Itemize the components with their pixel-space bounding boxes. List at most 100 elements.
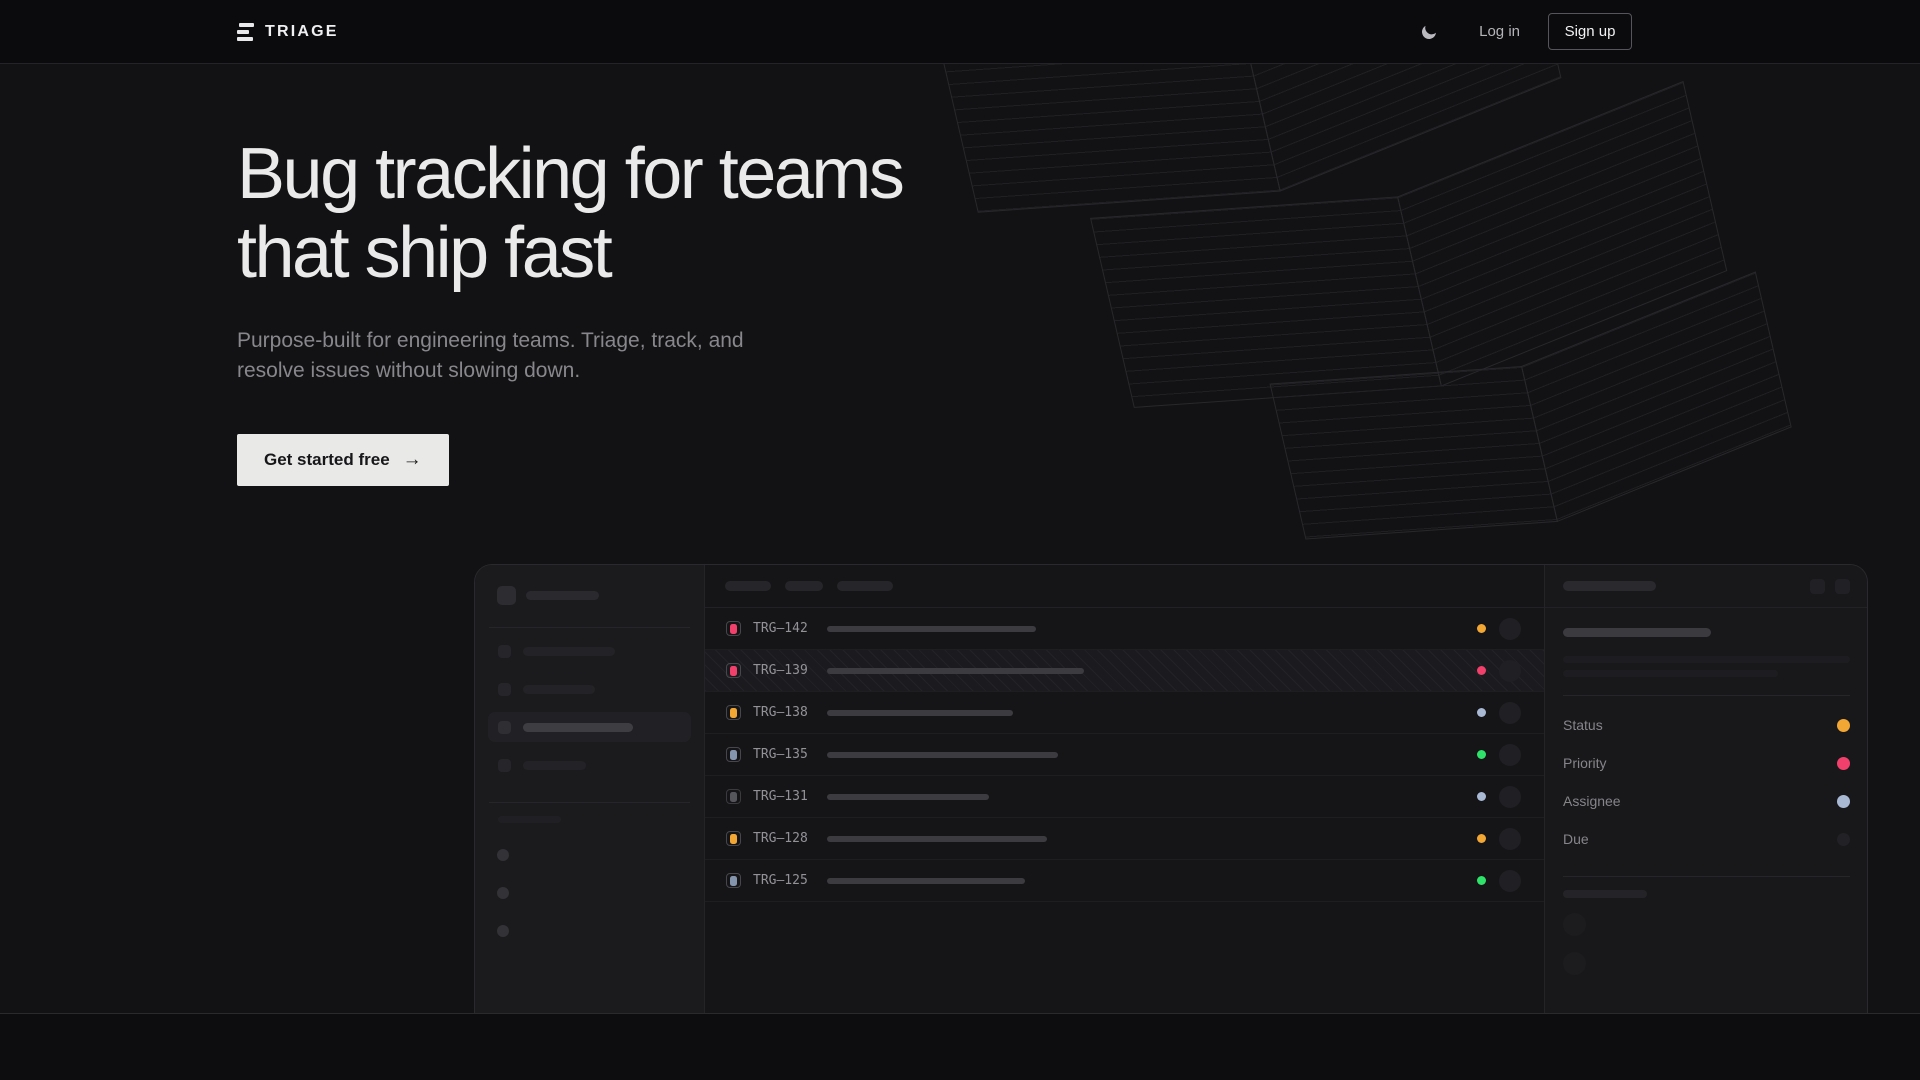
workspace-switcher[interactable] <box>497 586 690 605</box>
issue-title-skeleton <box>827 709 1013 716</box>
assignee-avatar <box>1499 827 1521 850</box>
assignee-avatar <box>1499 617 1521 640</box>
comments-header-skeleton <box>1563 890 1647 898</box>
detail-action-button[interactable] <box>1835 578 1850 594</box>
issue-id: TRG–128 <box>753 831 808 846</box>
get-started-button[interactable]: Get started free → <box>237 434 449 486</box>
field-label: Due <box>1563 831 1589 847</box>
status-dot <box>1477 624 1486 633</box>
sidebar-dot <box>497 925 509 937</box>
detail-description-skeleton <box>1563 656 1850 663</box>
field-value-dot <box>1837 832 1850 846</box>
issue-row[interactable]: TRG–135 <box>705 734 1544 776</box>
status-dot <box>1477 750 1486 759</box>
detail-description-skeleton <box>1563 670 1778 677</box>
issue-row[interactable]: TRG–125 <box>705 860 1544 902</box>
status-dot <box>1477 876 1486 885</box>
divider <box>1563 876 1850 877</box>
issue-id: TRG–142 <box>753 621 808 636</box>
sidebar-nav-item[interactable] <box>488 674 691 704</box>
nav-item-label-skeleton <box>523 760 586 770</box>
field-value-dot <box>1837 794 1850 808</box>
issue-title-skeleton <box>827 793 989 800</box>
detail-field-row[interactable]: Assignee <box>1563 782 1850 820</box>
hero-section: Bug tracking for teams that ship fast Pu… <box>0 64 1920 1013</box>
issue-detail-panel: Status Priority Assignee Due <box>1544 565 1867 1013</box>
issue-row[interactable]: TRG–131 <box>705 776 1544 818</box>
issue-id: TRG–131 <box>753 789 808 804</box>
sidebar-nav-item-active[interactable] <box>488 712 691 742</box>
detail-title-skeleton <box>1563 628 1711 637</box>
field-label: Priority <box>1563 755 1607 771</box>
assignee-avatar <box>1499 869 1521 892</box>
sidebar-dot <box>497 849 509 861</box>
issue-title-skeleton <box>827 625 1036 632</box>
comment-avatar <box>1563 952 1586 975</box>
comment-avatar <box>1563 913 1586 936</box>
issue-title-skeleton <box>827 877 1025 884</box>
issue-type-badge <box>726 621 741 636</box>
field-value-dot <box>1837 718 1850 732</box>
issue-row[interactable]: TRG–138 <box>705 692 1544 734</box>
filter-tab-skeleton[interactable] <box>837 581 893 591</box>
detail-field-row[interactable]: Priority <box>1563 744 1850 782</box>
issue-list-header <box>705 565 1544 608</box>
issue-id: TRG–135 <box>753 747 808 762</box>
brand[interactable]: TRIAGE <box>237 22 339 41</box>
nav-item-icon <box>498 682 511 696</box>
theme-toggle-button[interactable] <box>1411 14 1447 50</box>
issue-type-badge <box>726 663 741 678</box>
hero-subtitle: Purpose-built for engineering teams. Tri… <box>237 329 744 382</box>
section-header-skeleton <box>498 816 561 823</box>
issue-type-badge <box>726 789 741 804</box>
nav-item-icon <box>498 720 511 734</box>
top-nav: TRIAGE Log in Sign up <box>0 0 1920 64</box>
nav-item-label-skeleton <box>523 646 615 656</box>
login-link[interactable]: Log in <box>1479 23 1520 40</box>
issue-title-skeleton <box>827 751 1058 758</box>
filter-tab-skeleton[interactable] <box>785 581 823 591</box>
issue-id: TRG–139 <box>753 663 808 678</box>
issue-list-panel: TRG–142 TRG–139 TRG–138 TRG–135 <box>705 565 1544 1013</box>
issue-title-skeleton <box>827 835 1047 842</box>
divider <box>1563 695 1850 696</box>
assignee-avatar <box>1499 701 1521 724</box>
issue-row[interactable]: TRG–139 <box>705 650 1544 692</box>
signup-button[interactable]: Sign up <box>1548 13 1632 50</box>
nav-item-label-skeleton <box>523 722 633 732</box>
triage-logo-icon <box>237 22 254 41</box>
issue-type-badge <box>726 705 741 720</box>
field-label: Assignee <box>1563 793 1621 809</box>
status-dot <box>1477 834 1486 843</box>
issue-id: TRG–138 <box>753 705 808 720</box>
detail-header-skeleton <box>1563 581 1656 591</box>
assignee-avatar <box>1499 785 1521 808</box>
status-dot <box>1477 792 1486 801</box>
issue-row[interactable]: TRG–142 <box>705 608 1544 650</box>
sidebar-nav-item[interactable] <box>488 636 691 666</box>
brand-name: TRIAGE <box>265 22 339 40</box>
detail-field-row[interactable]: Status <box>1563 706 1850 744</box>
nav-item-label-skeleton <box>523 684 595 694</box>
moon-icon <box>1420 23 1438 41</box>
mockup-sidebar <box>475 565 705 1013</box>
status-dot <box>1477 708 1486 717</box>
app-mockup-card: TRG–142 TRG–139 TRG–138 TRG–135 <box>474 564 1868 1013</box>
detail-field-row[interactable]: Due <box>1563 820 1850 858</box>
sidebar-nav-item[interactable] <box>488 750 691 780</box>
issue-row[interactable]: TRG–128 <box>705 818 1544 860</box>
issue-id: TRG–125 <box>753 873 808 888</box>
assignee-avatar <box>1499 659 1521 682</box>
detail-action-button[interactable] <box>1810 578 1825 594</box>
detail-header <box>1545 565 1867 608</box>
field-label: Status <box>1563 717 1603 733</box>
nav-actions: Log in Sign up <box>1411 13 1632 50</box>
filter-tab-skeleton[interactable] <box>725 581 771 591</box>
assignee-avatar <box>1499 743 1521 766</box>
sidebar-dot <box>497 887 509 899</box>
issue-type-badge <box>726 747 741 762</box>
workspace-avatar <box>497 586 516 605</box>
field-value-dot <box>1837 756 1850 770</box>
divider <box>489 627 690 628</box>
status-dot <box>1477 666 1486 675</box>
